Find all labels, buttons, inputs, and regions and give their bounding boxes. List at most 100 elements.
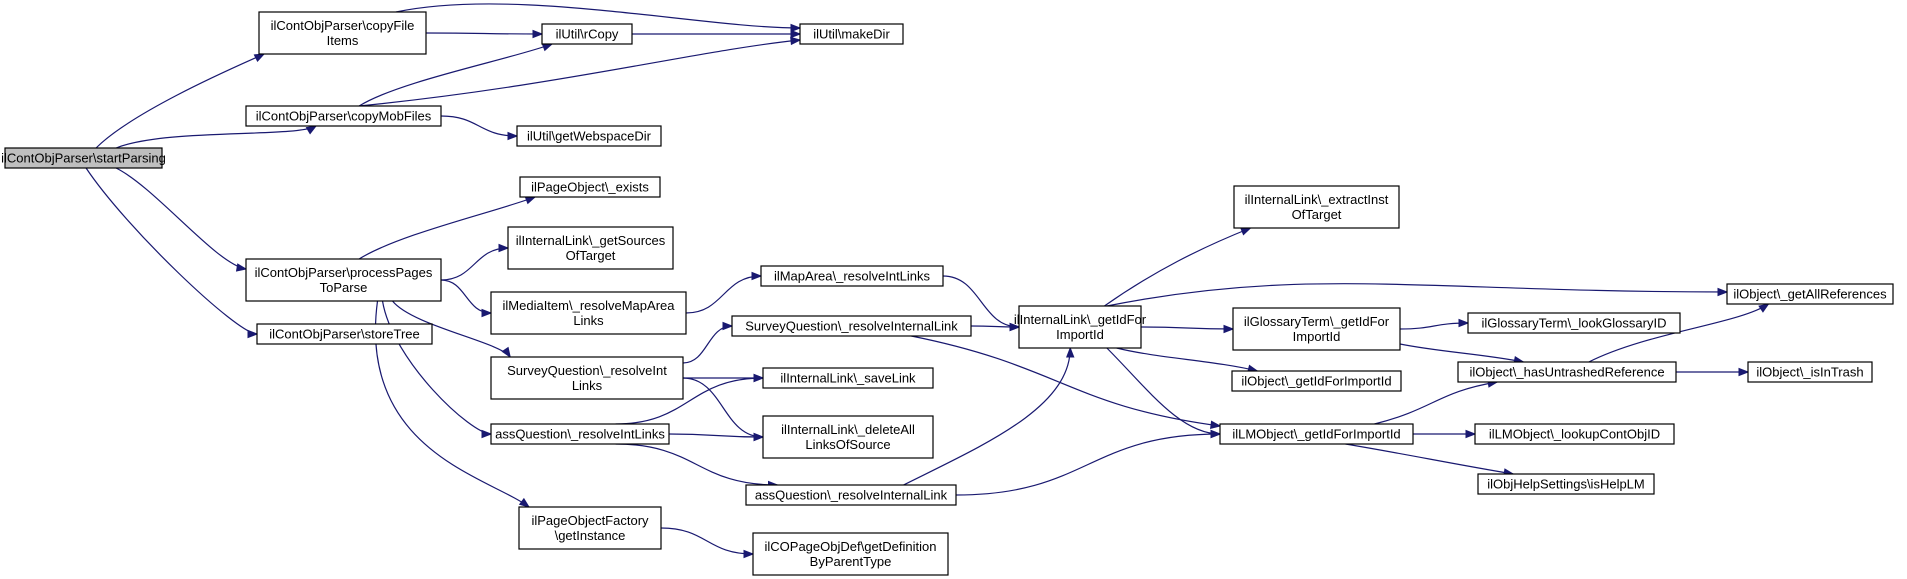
edge-get-id-for-import-id-to-object-get-id-for-import (1116, 347, 1259, 373)
node-label: ilInternalLink\_getIdFor (1014, 312, 1147, 327)
edge-has-untrashed-to-is-in-trash (1676, 367, 1750, 377)
node-start-parsing[interactable]: ilContObjParser\startParsing (1, 147, 166, 169)
edge-ass-resolve-int-links-to-delete-all-links (668, 432, 765, 442)
arrowhead (1458, 318, 1470, 328)
node-page-exists[interactable]: ilPageObject\_exists (519, 176, 661, 198)
node-label: ByParentType (810, 554, 892, 569)
node-object-get-id-for-import[interactable]: ilObject\_getIdForImportId (1231, 370, 1402, 392)
node-label: ilContObjParser\copyMobFiles (256, 109, 432, 124)
arrowhead (753, 432, 765, 442)
node-store-tree[interactable]: ilContObjParser\storeTree (256, 323, 433, 345)
node-map-area-resolve[interactable]: ilMapArea\_resolveIntLinks (760, 265, 944, 287)
node-box (490, 356, 684, 400)
edge-start-parsing-to-copy-mob-files (115, 125, 318, 149)
edge-line (685, 275, 762, 314)
node-box (752, 532, 949, 576)
arrowhead (743, 549, 755, 559)
edge-line (395, 3, 801, 29)
edge-line (1116, 347, 1258, 372)
node-box (762, 367, 934, 389)
edge-process-pages-to-ass-resolve-int-links (381, 300, 493, 439)
node-box (745, 484, 957, 506)
node-is-help-lm[interactable]: ilObjHelpSettings\isHelpLM (1477, 473, 1655, 495)
node-box (490, 291, 687, 335)
edge-line (440, 279, 492, 314)
edge-copy-mob-files-to-get-webspace-dir (440, 115, 519, 141)
node-box (762, 415, 934, 459)
edge-line (374, 300, 530, 508)
node-lookup-cont-obj-id[interactable]: ilLMObject\_lookupContObjID (1474, 423, 1675, 445)
arrowhead (481, 308, 493, 318)
node-label: assQuestion\_resolveIntLinks (495, 427, 665, 442)
edge-get-id-for-import-id-to-get-all-references (1106, 283, 1729, 307)
node-page-object-factory[interactable]: ilPageObjectFactory\getInstance (518, 506, 662, 550)
node-box (258, 11, 427, 55)
node-label: ilContObjParser\storeTree (269, 327, 420, 342)
node-survey-resolve-internal[interactable]: SurveyQuestion\_resolveInternalLink (731, 315, 972, 337)
node-label: ilContObjParser\copyFile (271, 18, 415, 33)
edge-survey-resolve-internal-to-get-id-for-import-id (970, 322, 1021, 332)
node-label: OfTarget (566, 248, 616, 263)
edge-process-pages-to-page-exists (358, 196, 537, 260)
node-lm-get-id[interactable]: ilLMObject\_getIdForImportId (1219, 423, 1414, 445)
arrowhead (518, 497, 531, 508)
node-ass-resolve-int-links[interactable]: assQuestion\_resolveIntLinks (490, 423, 670, 445)
node-label: ilGlossaryTerm\_getIdFor (1244, 314, 1390, 329)
node-get-all-references[interactable]: ilObject\_getAllReferences (1726, 283, 1894, 305)
node-box (1726, 283, 1894, 305)
node-survey-resolve-int-links[interactable]: SurveyQuestion\_resolveIntLinks (490, 356, 684, 400)
node-ass-resolve-internal[interactable]: assQuestion\_resolveInternalLink (745, 484, 957, 506)
node-box (256, 323, 433, 345)
edge-line (1106, 347, 1221, 435)
node-box (1018, 305, 1142, 349)
edge-survey-resolve-int-links-to-delete-all-links (682, 377, 765, 442)
node-label: Items (327, 33, 359, 48)
arrowhead (247, 329, 259, 339)
edge-copy-file-items-to-r-copy (425, 29, 544, 39)
arrowhead (790, 36, 802, 46)
edge-line (1104, 227, 1251, 307)
edge-line (1345, 443, 1514, 475)
arrowhead (305, 125, 318, 135)
node-glossary-get-id[interactable]: ilGlossaryTerm\_getIdForImportId (1232, 307, 1401, 351)
edge-ass-resolve-internal-to-lm-get-id (955, 429, 1222, 496)
node-label: ilLMObject\_getIdForImportId (1232, 427, 1400, 442)
node-has-untrashed[interactable]: ilObject\_hasUntrashedReference (1457, 361, 1677, 383)
arrowhead (501, 346, 511, 359)
node-box (799, 23, 904, 45)
edge-lm-get-id-to-is-help-lm (1345, 443, 1515, 477)
edge-line (440, 115, 518, 137)
edge-line (115, 125, 317, 149)
node-save-link[interactable]: ilInternalLink\_saveLink (762, 367, 934, 389)
node-get-webspace-dir[interactable]: ilUtil\getWebspaceDir (516, 125, 662, 147)
node-r-copy[interactable]: ilUtil\rCopy (541, 23, 633, 45)
node-label: OfTarget (1292, 207, 1342, 222)
node-label: ilContObjParser\startParsing (1, 151, 166, 166)
node-box (519, 176, 661, 198)
node-is-in-trash[interactable]: ilObject\_isInTrash (1747, 361, 1873, 383)
edge-line (85, 167, 258, 335)
node-label: ilMediaItem\_resolveMapArea (503, 298, 676, 313)
arrowhead (1210, 420, 1222, 429)
node-copy-mob-files[interactable]: ilContObjParser\copyMobFiles (245, 105, 442, 127)
node-label: \getInstance (555, 528, 626, 543)
edge-ass-resolve-internal-to-get-id-for-import-id (903, 346, 1075, 486)
node-lookup-glossary-id[interactable]: ilGlossaryTerm\_lookGlossaryID (1467, 312, 1681, 334)
node-box (541, 23, 633, 45)
edge-process-pages-to-media-resolve-map-area (440, 279, 493, 318)
arrowhead (532, 29, 544, 39)
edge-process-pages-to-get-sources-of-target (440, 243, 510, 281)
edge-line (1374, 381, 1498, 425)
node-make-dir[interactable]: ilUtil\makeDir (799, 23, 904, 45)
edge-survey-resolve-internal-to-lm-get-id (911, 335, 1222, 429)
edge-media-resolve-map-area-to-map-area-resolve (685, 271, 763, 314)
node-get-id-for-import-id[interactable]: ilInternalLink\_getIdForImportId (1014, 305, 1147, 349)
edge-page-object-factory-to-copage-get-def (660, 527, 755, 559)
